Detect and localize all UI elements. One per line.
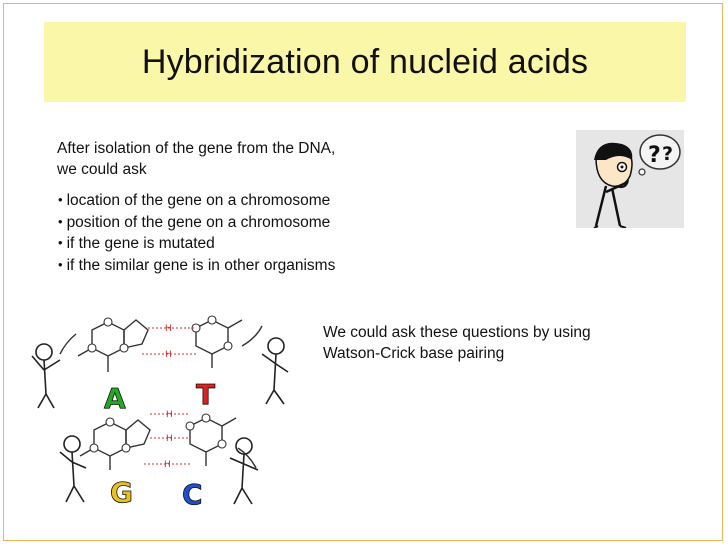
- base-pairing-diagram: H H H H H A T G C: [31, 315, 289, 511]
- answer-text: We could ask these questions by using Wa…: [323, 322, 663, 364]
- question-marks-icon: ? ?: [638, 134, 681, 176]
- title-bar: Hybridization of nucleid acids: [44, 22, 686, 102]
- intro-line-1: After isolation of the gene from the DNA…: [57, 140, 336, 157]
- answer-line-2: Watson-Crick base pairing: [323, 345, 505, 362]
- list-item: if the gene is mutated: [58, 233, 335, 255]
- h-bond-label: H: [165, 350, 172, 360]
- base-letter-t: T: [196, 378, 215, 411]
- h-bond-label: H: [164, 460, 171, 470]
- h-bond-label: H: [165, 324, 172, 334]
- base-letter-c: C: [182, 478, 203, 511]
- base-letter-g: G: [110, 476, 133, 509]
- svg-text:?: ?: [662, 143, 673, 165]
- intro-line-2: we could ask: [57, 161, 147, 178]
- intro-text: After isolation of the gene from the DNA…: [57, 138, 417, 180]
- list-item: if the similar gene is in other organism…: [58, 255, 336, 277]
- base-letter-a: A: [104, 382, 126, 415]
- svg-text:?: ?: [648, 143, 661, 168]
- list-item: position of the gene on a chromosome: [58, 212, 335, 234]
- slide-frame: [3, 3, 723, 541]
- list-item: location of the gene on a chromosome: [58, 190, 335, 212]
- slide-title: Hybridization of nucleid acids: [141, 42, 589, 81]
- thinking-person-icon: ? ?: [593, 134, 681, 229]
- question-list: location of the gene on a chromosome pos…: [58, 190, 336, 277]
- thinking-person-image: ? ?: [576, 130, 684, 229]
- h-bond-label: H: [166, 410, 173, 420]
- answer-line-1: We could ask these questions by using: [323, 324, 591, 341]
- ring: [91, 321, 125, 357]
- h-bond-label: H: [166, 434, 173, 444]
